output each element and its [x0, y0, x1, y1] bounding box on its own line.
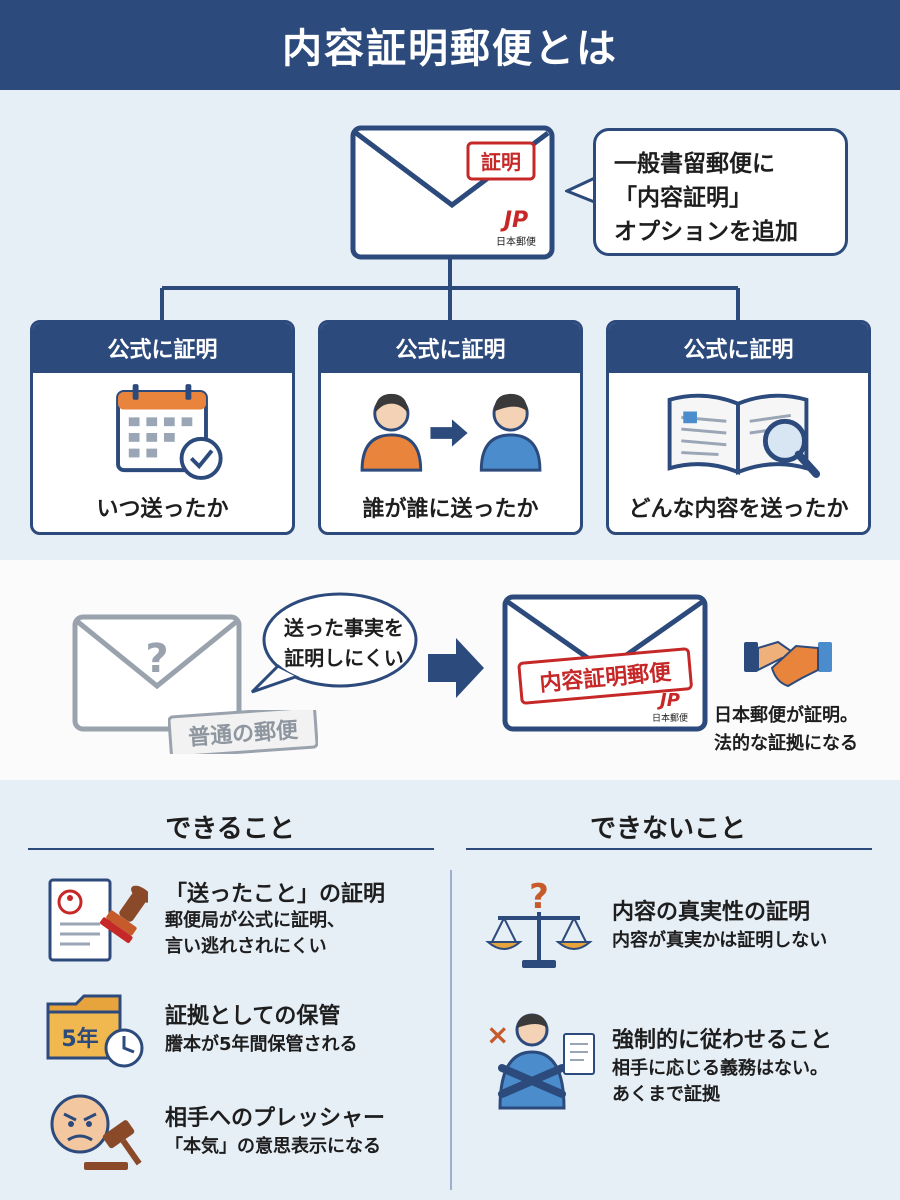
cannot-item-desc-line: 相手に応じる義務はない。 — [612, 1058, 828, 1079]
jp-logo-mark: JP — [500, 208, 528, 233]
tree-connector — [160, 258, 740, 322]
cross-mark-icon: × — [486, 1018, 509, 1051]
card-header: 公式に証明 — [33, 323, 292, 373]
scale-question-icon: ? — [485, 877, 593, 968]
jp-logo-caption-small: 日本郵便 — [652, 712, 688, 724]
page-header: 内容証明郵便とは — [0, 0, 900, 90]
card-what: 公式に証明 どんな内容を送ったか — [606, 320, 871, 535]
can-item-desc-line: 「本気」の意思表示になる — [165, 1136, 381, 1157]
can-heading: できること — [165, 814, 295, 844]
cannot-heading: できないこと — [589, 814, 746, 844]
option-bubble: 一般書留郵便に 「内容証明」 オプションを追加 — [593, 128, 848, 256]
question-mark-icon: ? — [145, 636, 168, 682]
cannot-item-desc: 相手に応じる義務はない。 あくまで証拠 — [612, 1056, 828, 1108]
handshake-icon — [744, 640, 832, 688]
folder-year-text: 5年 — [61, 1026, 98, 1052]
can-heading-rule — [28, 848, 434, 850]
card-header: 公式に証明 — [609, 323, 868, 373]
can-item-title: 証拠としての保管 — [165, 1004, 341, 1029]
cannot-heading-rule — [466, 848, 872, 850]
result-text: 日本郵便が証明。 法的な証拠になる — [714, 702, 858, 758]
cannot-item-desc-line: 内容が真実かは証明しない — [612, 930, 828, 951]
angry-face-gavel-icon — [50, 1094, 142, 1170]
speech-bubble — [250, 592, 418, 694]
scale-question-mark: ? — [529, 877, 549, 917]
can-item-desc-line: 郵便局が公式に証明、 — [165, 910, 345, 931]
card-label: どんな内容を送ったか — [628, 497, 849, 522]
can-item-desc: 謄本が5年間保管される — [165, 1032, 358, 1058]
card-when: 公式に証明 いつ送ったか — [30, 320, 295, 535]
can-item-desc-line: 言い逃れされにくい — [165, 936, 327, 957]
normal-mail-tag: 普通の郵便 — [168, 710, 318, 754]
normal-envelope-icon: ? — [72, 614, 242, 732]
document-magnifier-icon — [667, 393, 821, 478]
stamp-top-text: 証明 — [481, 150, 521, 174]
certified-envelope-icon: 証明 JP 日本郵便 — [350, 125, 555, 260]
card-who: 公式に証明 誰が誰に送ったか — [318, 320, 583, 535]
bubble-line-2: 「内容証明」 — [614, 185, 752, 211]
can-item-desc: 「本気」の意思表示になる — [165, 1134, 381, 1160]
card-label: いつ送ったか — [96, 497, 229, 522]
jp-logo-mark-small: JP — [657, 690, 680, 711]
cannot-item-title: 強制的に従わせること — [612, 1028, 833, 1053]
result-line-1: 日本郵便が証明。 — [714, 705, 858, 726]
speech-line-2: 証明しにくい — [284, 646, 404, 670]
sender-to-recipient-icon — [360, 393, 542, 472]
card-label: 誰が誰に送ったか — [362, 497, 539, 522]
can-item-title: 相手へのプレッシャー — [165, 1106, 386, 1131]
can-item-title: 「送ったこと」の証明 — [165, 882, 386, 907]
right-arrow-icon — [428, 638, 484, 698]
can-item-desc-line: 謄本が5年間保管される — [165, 1034, 358, 1055]
card-header: 公式に証明 — [321, 323, 580, 373]
cannot-item-desc: 内容が真実かは証明しない — [612, 928, 827, 954]
cannot-item-desc-line: あくまで証拠 — [612, 1084, 720, 1105]
result-line-2: 法的な証拠になる — [714, 733, 858, 754]
column-divider — [450, 870, 452, 1190]
page-title: 内容証明郵便とは — [282, 26, 618, 72]
person-crossed-arms-icon: × — [486, 1013, 595, 1110]
calendar-check-icon — [116, 384, 223, 480]
can-item-desc: 郵便局が公式に証明、 言い逃れされにくい — [165, 908, 345, 960]
certified-mail-envelope-icon: 内容証明郵便 JP 日本郵便 — [502, 594, 708, 732]
bubble-line-1: 一般書留郵便に — [614, 151, 775, 177]
speech-line-1: 送った事実を — [284, 616, 404, 640]
cannot-item-title: 内容の真実性の証明 — [612, 900, 811, 925]
bubble-line-3: オプションを追加 — [614, 219, 798, 245]
document-stamp-icon — [48, 878, 148, 962]
speech-text: 送った事実を 証明しにくい — [274, 613, 414, 673]
jp-logo-caption: 日本郵便 — [496, 235, 536, 248]
folder-clock-icon: 5年 — [46, 994, 144, 1068]
